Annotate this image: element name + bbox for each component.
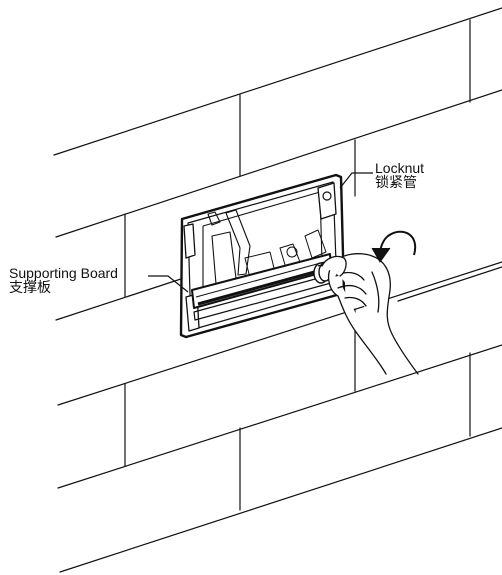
wall-tiles	[53, 7, 502, 573]
supporting-board-label-en: Supporting Board	[9, 265, 118, 281]
callout-leaders	[148, 172, 373, 293]
frame-assembly	[179, 173, 346, 339]
supporting-board-leader	[148, 275, 189, 293]
locknut-callout: Locknut 锁紧管	[375, 160, 425, 192]
supporting-board-label-zh: 支撑板	[9, 280, 51, 297]
locknut-label-en: Locknut	[375, 160, 425, 176]
locknut-leader	[339, 172, 373, 189]
gloved-hand-icon	[321, 253, 419, 375]
curved-arrow-icon	[371, 230, 417, 263]
locknut-label-zh: 锁紧管	[375, 175, 417, 192]
supporting-board-callout: Supporting Board 支撑板	[9, 265, 118, 297]
